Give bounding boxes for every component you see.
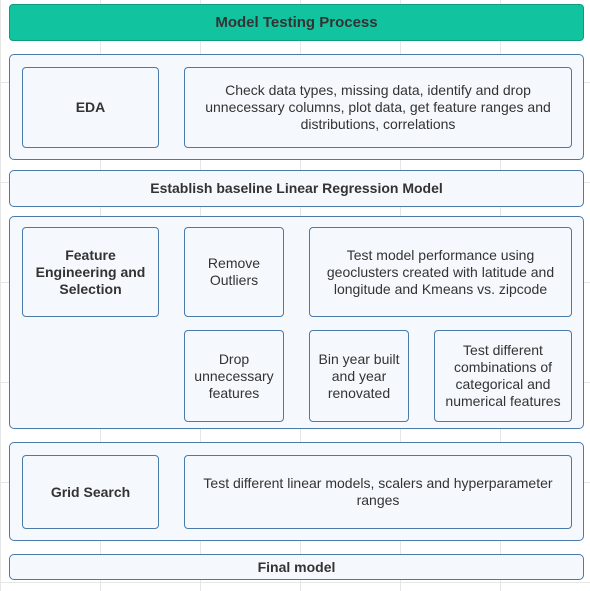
remove-outliers-box: Remove Outliers: [184, 227, 284, 317]
final-model-label: Final model: [257, 558, 336, 575]
drop-features-box: Drop unnecessary features: [184, 330, 284, 422]
diagram-title: Model Testing Process: [9, 4, 584, 41]
baseline-label: Establish baseline Linear Regression Mod…: [150, 180, 443, 196]
feature-engineering-label-box: Feature Engineering and Selection: [22, 227, 159, 317]
bin-year-box: Bin year built and year renovated: [309, 330, 409, 422]
geoclusters-test-box: Test model performance using geoclusters…: [309, 227, 572, 317]
eda-label-box: EDA: [22, 67, 159, 148]
feature-combinations-box: Test different combinations of categoric…: [434, 330, 572, 422]
final-model-section: [9, 554, 584, 580]
baseline-section: [9, 170, 584, 207]
grid-search-label-box: Grid Search: [22, 455, 159, 529]
eda-description-box: Check data types, missing data, identify…: [184, 67, 572, 148]
grid-search-description-box: Test different linear models, scalers an…: [184, 455, 572, 529]
